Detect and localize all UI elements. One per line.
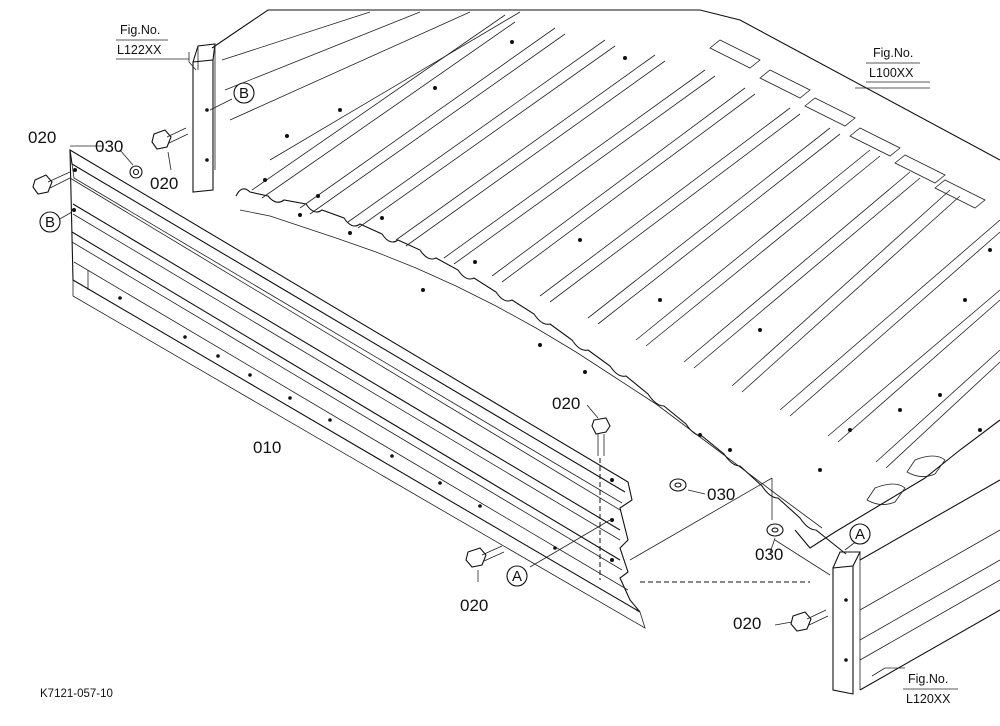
- part-label-020: 020: [460, 596, 488, 615]
- figure-ref-l120: Fig.No. L120XX: [885, 667, 958, 706]
- part-label-020: 020: [28, 128, 56, 147]
- fig-ref-number: L122XX: [117, 43, 162, 57]
- bolt-020-post-left: [151, 127, 189, 150]
- fig-ref-number: L100XX: [869, 66, 914, 80]
- callout-letter: A: [512, 568, 522, 585]
- left-post: [192, 43, 216, 193]
- fig-ref-number: L120XX: [906, 692, 951, 706]
- callout-letter: B: [45, 214, 55, 231]
- bolt-020-top-left: [32, 171, 71, 195]
- callout-a-post: A: [849, 523, 871, 545]
- side-rail-010: [69, 149, 646, 629]
- callout-letter: B: [239, 85, 249, 102]
- right-post: [832, 479, 1000, 695]
- part-label-030: 030: [755, 545, 783, 564]
- part-label-020: 020: [552, 394, 580, 413]
- figure-ref-l122: Fig.No. L122XX: [116, 23, 189, 60]
- nut-030-center: [669, 478, 687, 492]
- floor-deck: [211, 9, 1000, 555]
- bolt-020-vertical: [591, 417, 611, 456]
- leader-lines: [57, 52, 930, 677]
- part-label-020: 020: [733, 614, 761, 633]
- callout-b-post: B: [233, 82, 255, 104]
- figure-ref-l100: Fig.No. L100XX: [866, 46, 930, 83]
- bolt-020-bottom-center: [465, 545, 505, 568]
- fig-ref-label: Fig.No.: [873, 46, 913, 60]
- callout-letter: A: [855, 526, 865, 543]
- part-label-030: 030: [707, 485, 735, 504]
- bolt-020-right: [790, 609, 829, 632]
- fig-ref-label: Fig.No.: [908, 672, 948, 686]
- part-label-030: 030: [95, 137, 123, 156]
- callout-b-rail: B: [39, 211, 61, 233]
- drawing-reference-number: K7121-057-10: [40, 688, 113, 700]
- part-label-020: 020: [150, 174, 178, 193]
- nut-030-top-left: [129, 165, 143, 179]
- callout-a-rail: A: [506, 565, 528, 587]
- nut-030-bottom: [766, 523, 784, 537]
- part-label-010: 010: [253, 438, 281, 457]
- fig-ref-label: Fig.No.: [120, 23, 160, 37]
